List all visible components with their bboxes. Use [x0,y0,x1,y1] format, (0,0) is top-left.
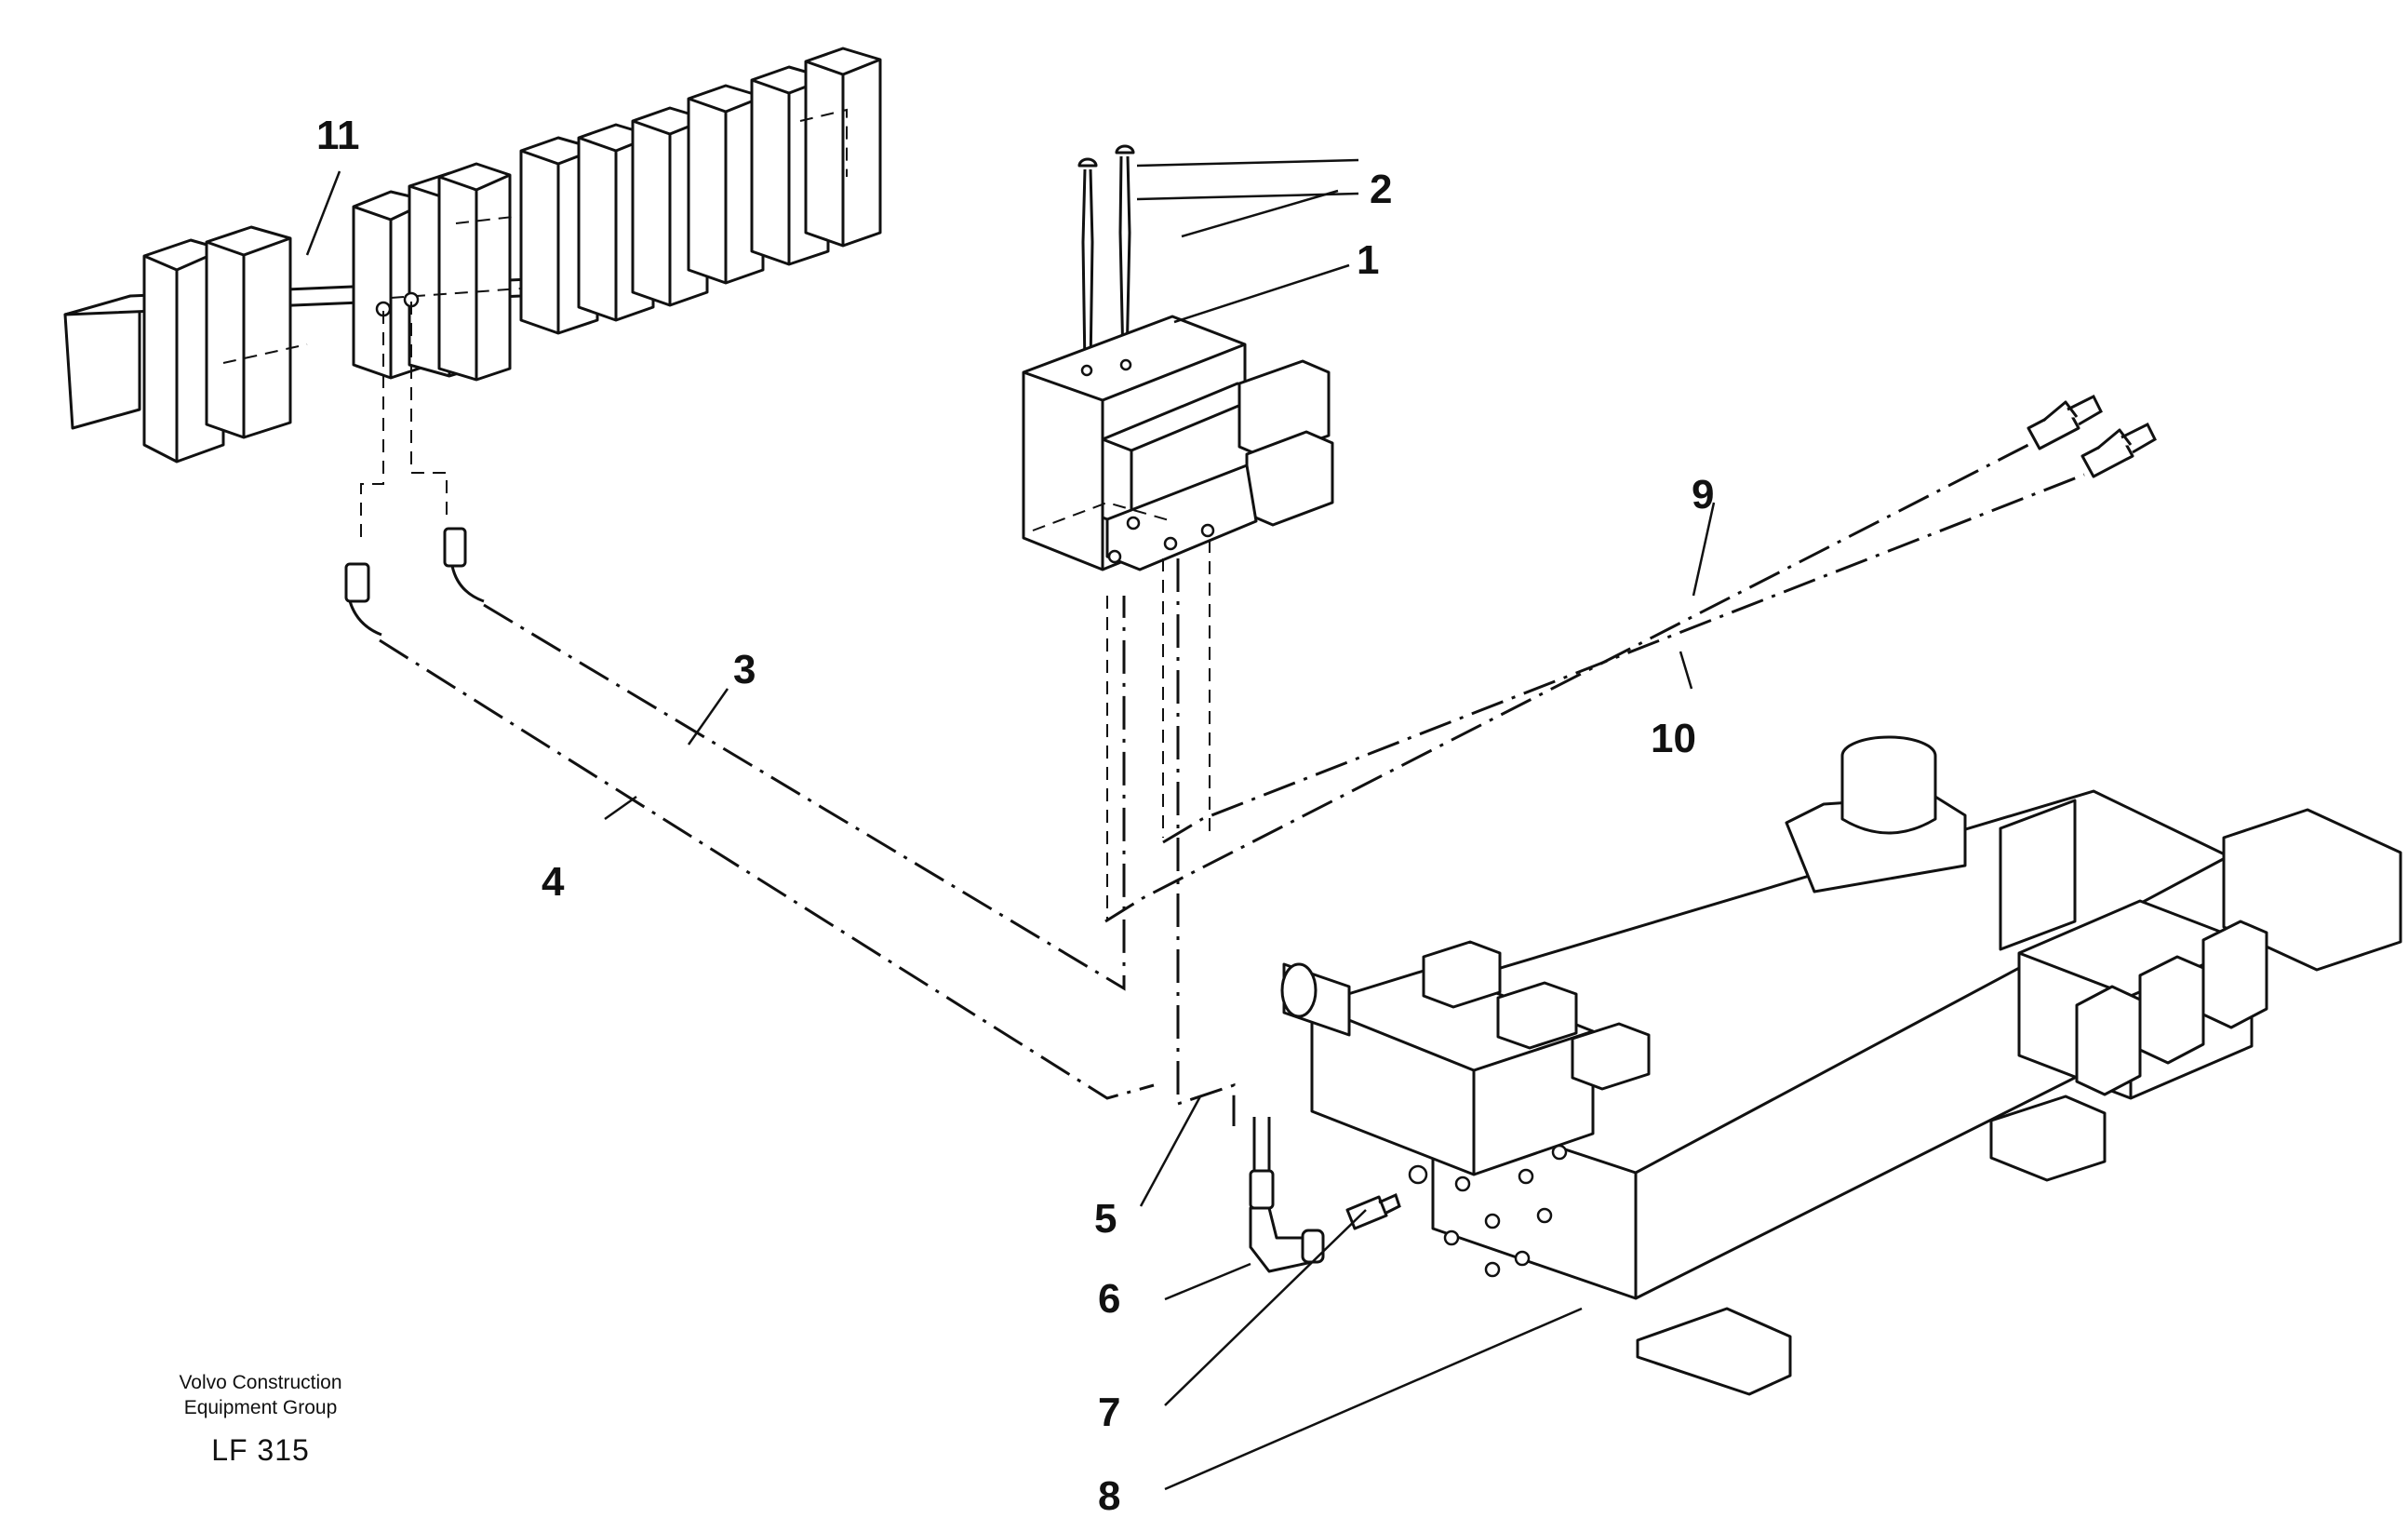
callout-3: 3 [733,647,756,692]
part-8-main-control-valve [1280,735,2402,1396]
company-line-2: Equipment Group [183,1397,338,1418]
drawing-code: LF 315 [211,1433,310,1467]
pipe-4 [379,638,1155,1100]
callout-4: 4 [542,859,565,905]
callout-labels: 1 2 3 4 5 6 7 8 9 10 11 [316,113,1714,1518]
callout-11: 11 [316,113,360,158]
part-2-bolts [1077,144,1135,369]
part-11-control-module-row [63,47,882,463]
callout-1: 1 [1357,237,1379,283]
pipe-3 [483,596,1126,991]
part-7-adapter-fitting [1345,1192,1401,1230]
part-1-valve-block [1022,315,1334,571]
callout-7: 7 [1098,1390,1120,1435]
callout-6: 6 [1098,1276,1120,1322]
pipe-9 [1104,443,2029,923]
callout-10: 10 [1651,716,1696,761]
callout-9: 9 [1692,472,1714,517]
callout-2: 2 [1370,167,1392,212]
callout-5: 5 [1094,1196,1117,1242]
callout-8: 8 [1098,1473,1120,1518]
company-label: Volvo Construction Equipment Group [112,1370,409,1420]
module-blocks [142,47,882,463]
company-line-1: Volvo Construction [179,1372,342,1393]
pipe-10 [1162,473,2085,844]
pipes-9-10 [1104,394,2157,923]
leader-lines [305,158,1716,1491]
